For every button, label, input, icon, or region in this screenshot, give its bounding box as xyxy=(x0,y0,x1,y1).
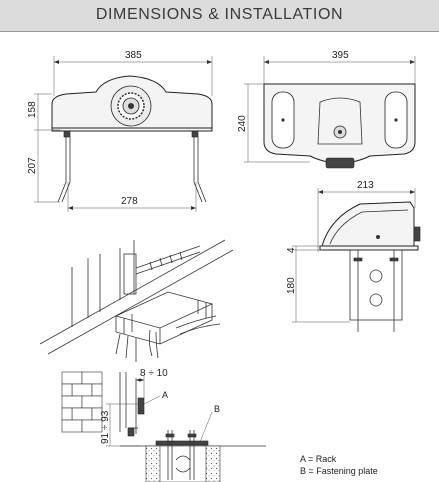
brick-wall xyxy=(61,371,103,433)
callout-b: B xyxy=(214,404,220,414)
page-title: DIMENSIONS & INSTALLATION xyxy=(95,6,344,23)
side-view: 213 4 180 xyxy=(286,180,421,332)
legend-plate: B = Fastening plate xyxy=(300,466,378,476)
installation-drawing: 385 158 207 278 395 xyxy=(27,50,421,482)
top-depth-label: 240 xyxy=(237,115,248,132)
side-width-label: 213 xyxy=(357,180,374,191)
front-view: 385 158 207 278 xyxy=(27,50,213,212)
top-width-label: 395 xyxy=(332,50,349,61)
front-height-label: 158 xyxy=(27,101,38,118)
perspective-view xyxy=(39,239,234,362)
side-bracket-height-label: 180 xyxy=(286,277,297,294)
callout-a: A xyxy=(162,390,168,400)
legend-rack: A = Rack xyxy=(300,454,337,464)
front-width-label: 385 xyxy=(125,50,142,61)
top-view: 395 240 xyxy=(237,50,416,169)
side-gap-label: 4 xyxy=(286,247,297,253)
section-view: 8 ÷ 10 91 ÷ 93 A B A = Rack B = Fastenin… xyxy=(61,368,378,482)
leg-height-label: 207 xyxy=(27,157,38,174)
header-band xyxy=(0,0,439,32)
leg-spacing-label: 278 xyxy=(121,196,138,207)
rack-gap-label: 8 ÷ 10 xyxy=(140,368,168,379)
rack-height-label: 91 ÷ 93 xyxy=(100,410,111,444)
